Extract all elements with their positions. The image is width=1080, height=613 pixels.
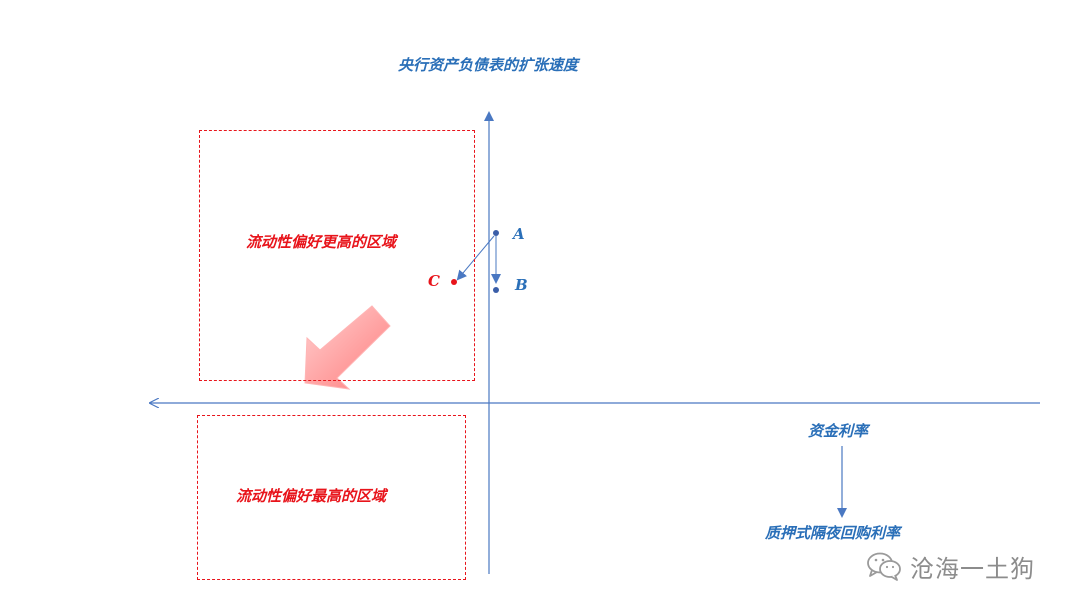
y-axis-title: 央行资产负债表的扩张速度: [397, 56, 578, 74]
watermark-text: 沧海一土狗: [910, 554, 1035, 583]
wechat-icon: [867, 552, 901, 581]
x-axis-title: 资金利率: [808, 422, 869, 440]
region-box-upper: [199, 130, 475, 381]
x-axis-subtitle: 质押式隔夜回购利率: [765, 524, 901, 542]
point-b-label: B: [515, 276, 528, 294]
point-c-label: C: [428, 272, 440, 290]
point-a-label: A: [513, 225, 525, 243]
point-b: [493, 287, 499, 293]
watermark: 沧海一土狗: [866, 548, 1035, 584]
large-pink-arrow-icon: [304, 305, 391, 390]
region-lower-label: 流动性偏好最高的区域: [236, 487, 387, 505]
point-c: [451, 279, 457, 285]
region-upper-label: 流动性偏好更高的区域: [246, 233, 397, 251]
region-box-lower: [197, 415, 466, 580]
arrow-a-to-c: [456, 235, 495, 281]
point-a: [493, 230, 499, 236]
